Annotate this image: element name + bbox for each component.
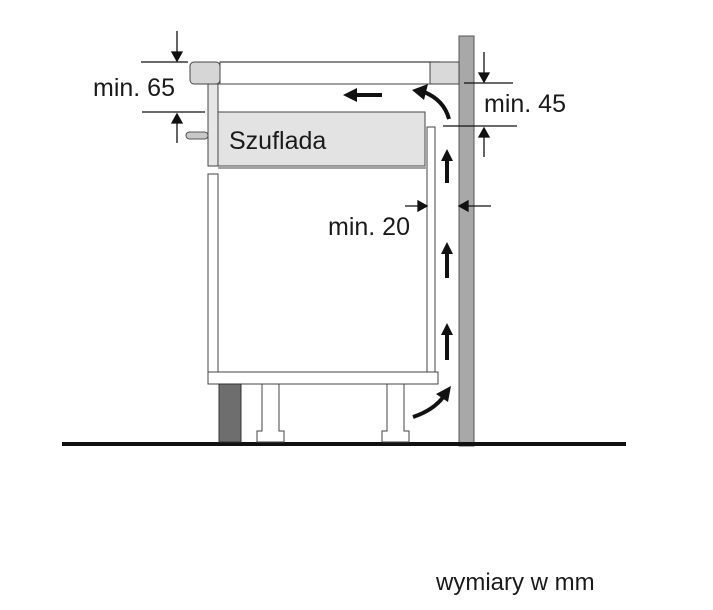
drawer <box>217 111 426 169</box>
cabinet-leg <box>256 383 285 443</box>
label-drawer: Szuflada <box>229 127 326 155</box>
floor-line <box>62 442 626 446</box>
plinth <box>218 383 242 443</box>
arrow-curved-icon <box>412 84 451 120</box>
dimension-rear-side-gap <box>405 199 491 213</box>
cabinet-leg <box>381 383 410 443</box>
label-min-45: min. 45 <box>484 90 566 118</box>
dimension-top-gap <box>141 31 205 143</box>
arrow-curved-bottom-icon <box>412 386 451 419</box>
arrow-up-icon <box>441 149 453 183</box>
cabinet-rear-panel <box>426 126 436 376</box>
arrow-up-icon <box>441 242 453 278</box>
units-note: wymiary w mm <box>435 569 595 596</box>
drawer-handle-icon <box>185 131 209 140</box>
arrow-up-icon <box>441 323 453 360</box>
label-min-20: min. 20 <box>328 213 410 241</box>
label-min-65: min. 65 <box>93 74 175 102</box>
dimension-rear-top-gap <box>443 52 517 157</box>
cabinet-body <box>207 173 439 385</box>
airflow-arrows <box>343 84 453 419</box>
wall <box>458 35 475 447</box>
worktop <box>189 61 460 85</box>
arrow-left-icon <box>343 88 382 102</box>
cabinet-side-panel <box>207 83 219 167</box>
